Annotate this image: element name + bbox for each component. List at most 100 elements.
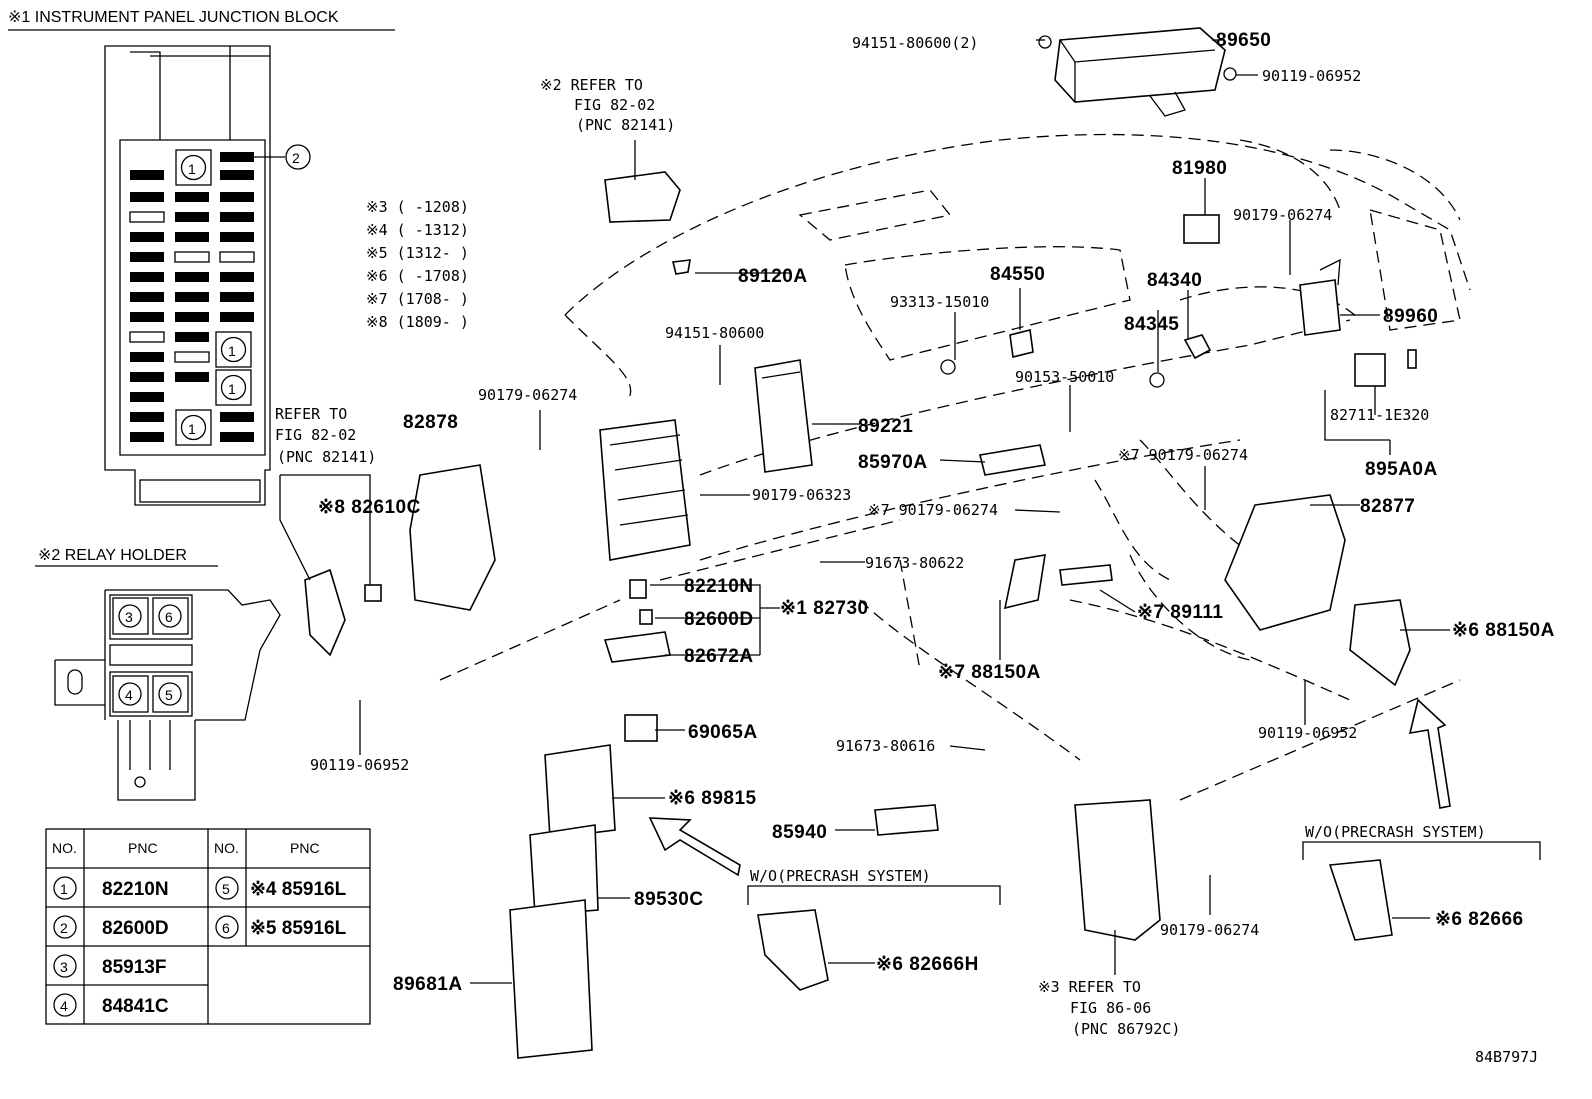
table-header-no: NO. [214,840,239,856]
legend-item: ※7 (1708- ) [366,290,469,308]
table-cell-no: 1 [60,881,68,897]
label-82672A: 82672A [684,646,754,667]
slot-1-label: 1 [228,343,236,359]
label-94151-2: 94151-80600(2) [852,34,978,52]
label-89960: 89960 [1383,306,1438,327]
label-89530C: 89530C [634,889,704,910]
slot-2-callout: 2 [292,150,300,166]
label-wo-precrash: W/O(PRECRASH SYSTEM) [1305,823,1486,841]
label-89681A: 89681A [393,974,463,995]
label-82666: ※6 82666 [1435,909,1524,930]
label-84340: 84340 [1147,270,1202,291]
label-82877: 82877 [1360,496,1415,517]
legend-item: ※4 ( -1312) [366,221,469,239]
fuse-array [129,152,255,442]
label-90179: 90179-06274 [478,386,577,404]
relay-81980 [1183,214,1220,244]
table-cell-pnc: 82210N [102,879,169,900]
legend-item: ※6 ( -1708) [366,267,469,285]
label-88150A: ※7 88150A [938,662,1041,683]
connector-85970A [979,444,1046,476]
clip-89120A [672,259,691,275]
table-header-no: NO. [52,840,77,856]
junction-block-title: ※1 INSTRUMENT PANEL JUNCTION BLOCK [8,9,339,26]
ecu-89221 [754,359,813,473]
junction-block-inset: ※1 INSTRUMENT PANEL JUNCTION BLOCK [8,9,395,506]
label-90119: 90119-06952 [1262,67,1361,85]
label-90179: 90179-06274 [1160,921,1259,939]
label-90179-s7: ※7 90179-06274 [1118,446,1248,464]
bracket-82878 [409,464,496,611]
relay-holder-inset: ※2 RELAY HOLDER 3 6 4 5 [35,547,281,801]
leader-lines [279,39,1450,984]
module-89960 [1299,258,1341,336]
bracket-88150A [1003,554,1046,610]
table-cell-no: 5 [222,881,230,897]
refer-note: (PNC 82141) [576,116,675,134]
table-cell-pnc: 84841C [102,996,169,1017]
sensor-89111 [1059,564,1113,586]
cover-82672A [603,631,671,663]
harness-82610C [304,568,346,657]
ecu-89681A [509,899,593,1059]
label-88150A: ※6 88150A [1452,620,1555,641]
label-90179: 90179-06274 [1233,206,1332,224]
relay-4-label: 4 [125,687,133,703]
bracket-82877 [1224,494,1346,631]
table-cell-pnc: ※4 85916L [250,879,347,900]
label-82210N: 82210N [684,576,754,597]
module-89650 [1038,27,1237,117]
bracket-84550 [1009,329,1034,358]
label-94151: 94151-80600 [665,324,764,342]
junction-block-82730 [599,419,691,561]
label-82878: 82878 [403,412,458,433]
arrow-icon [648,817,741,877]
legend-item: ※3 ( -1208) [366,198,469,216]
legend-item: ※8 (1809- ) [366,313,469,331]
part-82666H [757,909,829,991]
relay-3-label: 3 [125,609,133,625]
refer-note: FIG 82-02 [574,96,655,114]
part-labels: 89650 94151-80600(2) 90119-06952 81980 9… [310,30,1555,1066]
label-90119: 90119-06952 [1258,724,1357,742]
slot-1-label: 1 [188,421,196,437]
label-82730: ※1 82730 [780,598,869,619]
ecu-89815 [544,744,616,839]
label-90179-s7: ※7 90179-06274 [868,501,998,519]
refer-note: ※3 REFER TO [1038,978,1141,996]
module-88150A [1349,599,1411,687]
label-81980: 81980 [1172,158,1227,179]
label-89111: ※7 89111 [1137,602,1224,623]
refer-note: FIG 82-02 [275,426,356,444]
table-cell-pnc: 82600D [102,918,169,939]
label-wo-precrash: W/O(PRECRASH SYSTEM) [750,867,931,885]
refer-note: FIG 86-06 [1070,999,1151,1017]
label-89120A: 89120A [738,266,808,287]
slot-1-label: 1 [188,161,196,177]
label-89221: 89221 [858,416,913,437]
relay-82610C [364,584,382,602]
label-90153: 90153-50010 [1015,368,1114,386]
switch-84340 [1183,334,1212,360]
label-84345: 84345 [1124,314,1179,335]
label-82600D: 82600D [684,609,754,630]
pnc-table: NO. PNC NO. PNC 1 82210N 5 ※4 85916L 2 8… [45,828,371,1025]
table-cell-no: 6 [222,920,230,936]
label-90179-06323: 90179-06323 [752,486,851,504]
bolt-93313 [940,359,956,375]
label-69065A: 69065A [688,722,758,743]
label-895A0A: 895A0A [1365,459,1438,480]
label-84550: 84550 [990,264,1045,285]
table-cell-no: 4 [60,998,68,1014]
slot-1-label: 1 [228,381,236,397]
label-91673: 91673-80622 [865,554,964,572]
switch-69065A [624,714,658,742]
nut-90153 [1149,372,1165,388]
relay-6-label: 6 [165,609,173,625]
label-89650: 89650 [1216,30,1271,51]
label-90119: 90119-06952 [310,756,409,774]
figure-code: 84B797J [1475,1048,1538,1066]
label-85940: 85940 [772,822,827,843]
relay-895A0A [1354,353,1386,387]
